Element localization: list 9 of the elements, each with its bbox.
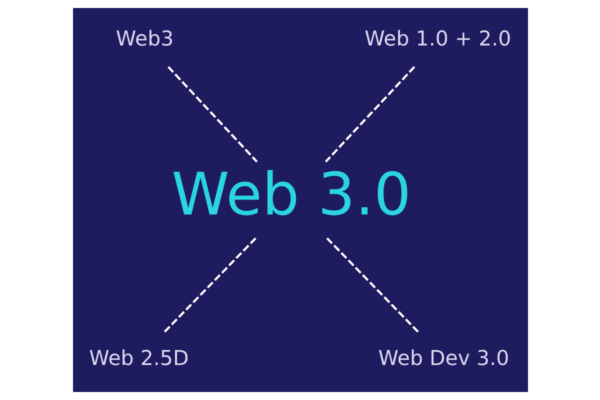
- node-text: Web 3.0: [171, 160, 411, 229]
- node-text: Web 2.5D: [88, 346, 188, 370]
- node-text: Web3: [115, 26, 174, 51]
- connector: [324, 66, 415, 162]
- connector: [167, 66, 258, 162]
- node-text: Web 1.0 + 2.0: [364, 26, 511, 51]
- connector: [326, 237, 420, 334]
- node-text: Web Dev 3.0: [378, 346, 509, 370]
- connector: [162, 237, 256, 334]
